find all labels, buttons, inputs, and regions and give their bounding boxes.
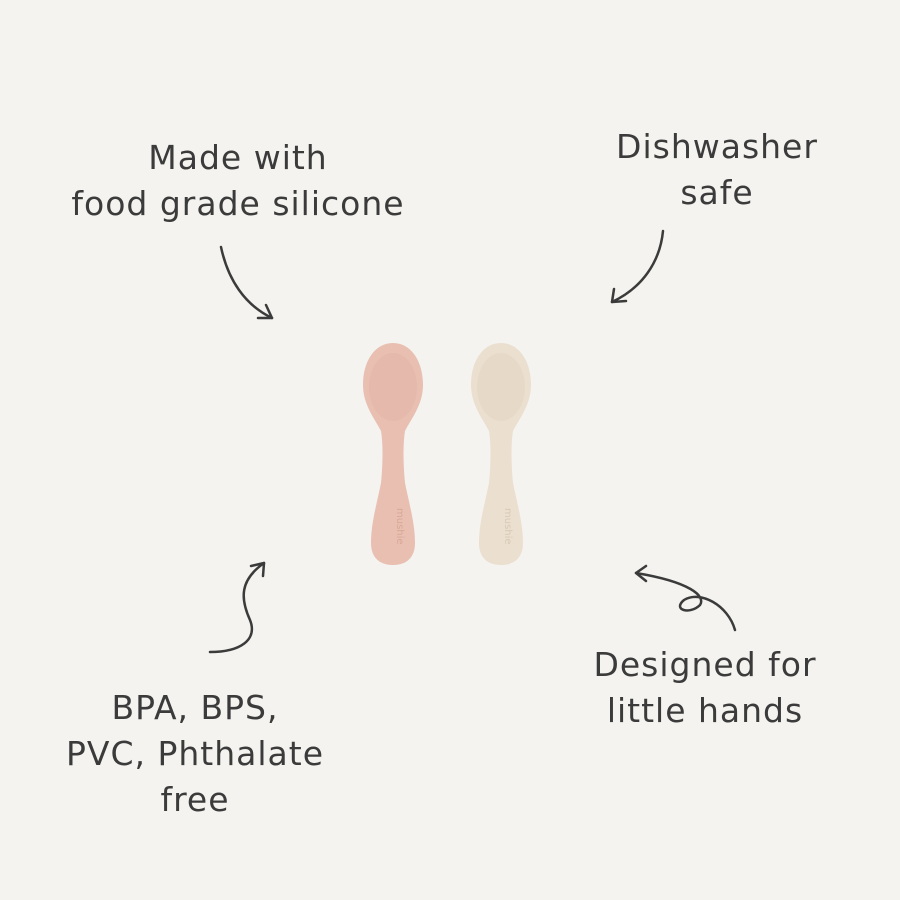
feature-text: Designed for (593, 645, 817, 684)
brand-emboss: mushie (394, 508, 405, 545)
feature-text: little hands (606, 691, 804, 730)
feature-free-of: BPA, BPS, PVC, Phthalate free (20, 685, 370, 823)
spoon-sand: mushie (471, 343, 531, 565)
arrow-icon (610, 229, 665, 304)
feature-text: Dishwasher (616, 127, 818, 166)
arrow-icon (634, 564, 737, 632)
feature-text: PVC, Phthalate (65, 734, 325, 773)
arrow-icon (208, 561, 266, 654)
spoon-blush: mushie (363, 343, 423, 565)
feature-text: safe (680, 173, 754, 212)
arrow-icon (219, 245, 274, 320)
brand-emboss: mushie (502, 508, 513, 545)
feature-text: free (160, 780, 230, 819)
feature-material: Made with food grade silicone (38, 135, 438, 227)
feature-design: Designed for little hands (545, 642, 865, 734)
feature-text: food grade silicone (71, 184, 405, 223)
feature-text: Made with (148, 138, 328, 177)
feature-text: BPA, BPS, (111, 688, 279, 727)
feature-dishwasher: Dishwasher safe (567, 124, 867, 216)
